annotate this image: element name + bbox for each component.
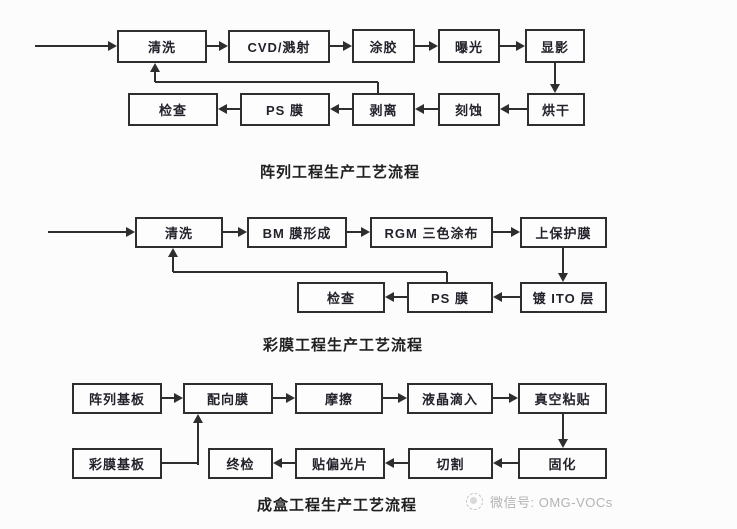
flow-node-polarizer-attach: 贴偏光片 [295, 448, 385, 479]
arrowhead-up-icon [193, 414, 203, 423]
flow-connector-line [336, 108, 352, 110]
flow-connector-line [273, 397, 289, 399]
diagram-title-array-process-flow: 阵列工程生产工艺流程 [259, 164, 421, 181]
flow-connector-line [493, 231, 514, 233]
flow-node-coat-resist: 涂胶 [352, 29, 415, 63]
flow-connector-line [562, 248, 564, 276]
watermark: 微信号: OMG-VOCs [466, 492, 613, 511]
flow-node-etch: 刻蚀 [438, 93, 500, 126]
arrowhead-left-icon [493, 458, 502, 468]
arrowhead-right-icon [511, 227, 520, 237]
flow-connector-line [35, 45, 110, 47]
flow-node-curing: 固化 [518, 448, 607, 479]
flow-connector-line [48, 231, 128, 233]
flow-node-wash: 清洗 [117, 30, 207, 63]
flow-node-vacuum-bonding: 真空粘贴 [518, 383, 607, 414]
flow-node-rgm-tricolor-coating: RGM 三色涂布 [370, 217, 493, 248]
watermark-text: 微信号: OMG-VOCs [490, 495, 613, 510]
arrowhead-right-icon [286, 393, 295, 403]
flow-node-cf-substrate: 彩膜基板 [72, 448, 162, 479]
flow-node-alignment-film: 配向膜 [183, 383, 273, 414]
flow-node-expose: 曝光 [438, 29, 500, 63]
flow-connector-line [500, 45, 519, 47]
flow-connector-line [172, 253, 174, 272]
arrowhead-left-icon [330, 104, 339, 114]
flow-connector-line [347, 231, 364, 233]
flow-connector-line [391, 296, 407, 298]
flow-connector-line [162, 462, 198, 464]
flow-node-dry: 烘干 [527, 93, 585, 126]
flow-connector-line [197, 419, 199, 465]
flow-node-cutting: 切割 [408, 448, 493, 479]
arrowhead-left-icon [415, 104, 424, 114]
flow-connector-line [377, 82, 379, 93]
flow-node-inspect: 检查 [128, 93, 218, 126]
flow-node-ps-film: PS 膜 [240, 93, 330, 126]
arrowhead-right-icon [361, 227, 370, 237]
arrowhead-right-icon [108, 41, 117, 51]
arrowhead-left-icon [493, 292, 502, 302]
flow-connector-line [154, 68, 156, 82]
flow-connector-line [330, 45, 346, 47]
flow-connector-line [562, 414, 564, 442]
flow-connector-line [446, 272, 448, 282]
flow-connector-line [415, 45, 432, 47]
flow-connector-line [391, 462, 408, 464]
flow-node-rubbing: 摩擦 [295, 383, 383, 414]
arrowhead-right-icon [516, 41, 525, 51]
flow-node-ps-film: PS 膜 [407, 282, 493, 313]
arrowhead-down-icon [558, 273, 568, 282]
flow-connector-line [506, 108, 527, 110]
arrowhead-right-icon [174, 393, 183, 403]
flow-connector-line [499, 462, 518, 464]
flow-node-lc-dropping: 液晶滴入 [407, 383, 493, 414]
flow-connector-line [223, 231, 241, 233]
arrowhead-right-icon [219, 41, 228, 51]
arrowhead-left-icon [500, 104, 509, 114]
flow-connector-line [421, 108, 438, 110]
flow-connector-line [207, 45, 222, 47]
arrowhead-left-icon [273, 458, 282, 468]
flow-connector-line [162, 397, 177, 399]
arrowhead-right-icon [126, 227, 135, 237]
flow-node-develop: 显影 [525, 29, 585, 63]
arrowhead-down-icon [550, 84, 560, 93]
arrowhead-right-icon [398, 393, 407, 403]
flow-node-wash: 清洗 [135, 217, 223, 248]
arrowhead-left-icon [385, 458, 394, 468]
flow-node-final-inspect: 终检 [208, 448, 273, 479]
flow-node-array-substrate: 阵列基板 [72, 383, 162, 414]
flow-node-bm-film-forming: BM 膜形成 [247, 217, 347, 248]
flow-connector-line [279, 462, 295, 464]
arrowhead-right-icon [343, 41, 352, 51]
wechat-badge-icon [466, 493, 483, 510]
flow-connector-line [554, 63, 556, 87]
flow-node-ito-plating: 镀 ITO 层 [520, 282, 607, 313]
diagram-title-cell-assembly-process-flow: 成盒工程生产工艺流程 [256, 497, 418, 514]
arrowhead-up-icon [168, 248, 178, 257]
flow-connector-line [499, 296, 520, 298]
arrowhead-right-icon [238, 227, 247, 237]
flow-node-strip: 剥离 [352, 93, 415, 126]
flow-connector-line [173, 271, 447, 273]
flow-node-inspect: 检查 [297, 282, 385, 313]
arrowhead-down-icon [558, 439, 568, 448]
flow-connector-line [383, 397, 401, 399]
flow-connector-line [224, 108, 240, 110]
flow-node-apply-protective-film: 上保护膜 [520, 217, 607, 248]
flow-connector-line [155, 81, 378, 83]
arrowhead-left-icon [218, 104, 227, 114]
diagram-title-color-filter-process-flow: 彩膜工程生产工艺流程 [262, 337, 424, 354]
arrowhead-right-icon [509, 393, 518, 403]
arrowhead-right-icon [429, 41, 438, 51]
arrowhead-up-icon [150, 63, 160, 72]
arrowhead-left-icon [385, 292, 394, 302]
flow-connector-line [493, 397, 512, 399]
flow-node-cvd-sputter: CVD/溅射 [228, 30, 330, 63]
